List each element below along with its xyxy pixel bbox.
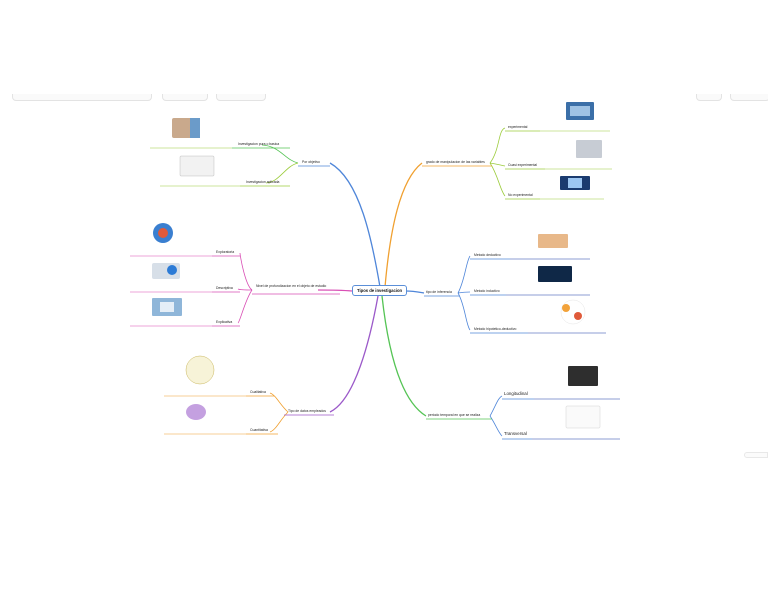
branch-line-periodo (381, 295, 427, 417)
topic-metodo-hipotetico[interactable]: Metodo hipotetico-deductivo (474, 327, 517, 331)
sub-line (457, 291, 471, 294)
toolbar-strip (0, 94, 768, 104)
toolbar-pill[interactable] (162, 94, 208, 101)
image-thumbnail (190, 118, 200, 138)
branch-line-grado (384, 162, 423, 288)
branch-tipo-datos[interactable]: Tipo de datos empleados (288, 409, 326, 413)
sub-line (269, 411, 289, 433)
topic-experimental[interactable]: experimental (508, 125, 528, 129)
image-thumbnail (565, 405, 601, 429)
topic-cuantitativa[interactable]: Cuantitativa (250, 428, 268, 432)
sub-line (457, 255, 471, 294)
topic-descriptiva[interactable]: Descriptiva (216, 286, 233, 290)
sub-line (489, 127, 506, 164)
topic-exploratoria[interactable]: Exploratoria (216, 250, 235, 254)
sub-line (269, 392, 289, 413)
toolbar-pill[interactable] (12, 94, 152, 101)
topic-investigacion-pura[interactable]: Investigacion pura o basica (238, 142, 280, 146)
topic-metodo-deductivo[interactable]: Metodo deductivo (474, 253, 501, 257)
side-panel-tab[interactable] (744, 452, 768, 458)
branch-nivel-label: Nivel de profundizacion en el objeto de … (256, 284, 327, 288)
sub-line (489, 162, 506, 197)
image-thumbnail (560, 299, 586, 325)
toolbar-pill[interactable] (730, 94, 768, 101)
sub-line (261, 144, 299, 164)
root-topic[interactable]: Tipos de investigacion (352, 285, 408, 296)
image-thumbnail (185, 355, 215, 385)
topic-cualitativa[interactable]: Cualitativa (250, 390, 266, 394)
branch-periodo[interactable]: periodo temporal en que se realiza (428, 413, 481, 417)
image-thumbnail (538, 234, 568, 248)
branch-grado[interactable]: grado de manipulacion de las variables (426, 160, 485, 164)
image-thumbnail (568, 366, 598, 386)
image-thumbnail (186, 404, 206, 420)
sub-line (457, 292, 471, 331)
branch-line-por-objetivo (329, 162, 381, 288)
topic-transversal[interactable]: Transversal (504, 431, 527, 436)
image-thumbnail (576, 140, 602, 158)
branch-nivel[interactable]: Nivel de profundizacion en el objeto de … (256, 284, 340, 288)
sub-line (237, 289, 253, 324)
sub-line (489, 415, 503, 437)
image-thumbnail (538, 266, 572, 282)
image-thumbnail (179, 155, 215, 177)
root-topic-label: Tipos de investigacion (357, 288, 403, 293)
topic-no-experimental[interactable]: No experimental (508, 193, 533, 197)
branch-inferencia[interactable]: tipo de inferencia (426, 290, 452, 294)
branch-line-nivel (317, 289, 353, 292)
branch-line-tipo-datos (329, 295, 379, 413)
branch-por-objetivo[interactable]: Por objetivo (302, 160, 320, 164)
sub-line (265, 162, 299, 184)
branch-line-inferencia (405, 290, 425, 294)
topic-cuasi-experimental[interactable]: Cuasi experimental (508, 163, 538, 167)
sub-line (239, 252, 253, 291)
topic-longitudinal[interactable]: Longitudinal (504, 391, 528, 396)
topic-investigacion-aplicada[interactable]: Investigacion aplicada (246, 180, 280, 184)
sub-line (237, 288, 253, 291)
toolbar-pill[interactable] (216, 94, 266, 101)
topic-explicativa[interactable]: Explicativa (216, 320, 233, 324)
topic-metodo-inductivo[interactable]: Metodo inductivo (474, 289, 500, 293)
sub-line (489, 162, 506, 167)
toolbar-pill[interactable] (696, 94, 722, 101)
sub-line (489, 395, 503, 417)
